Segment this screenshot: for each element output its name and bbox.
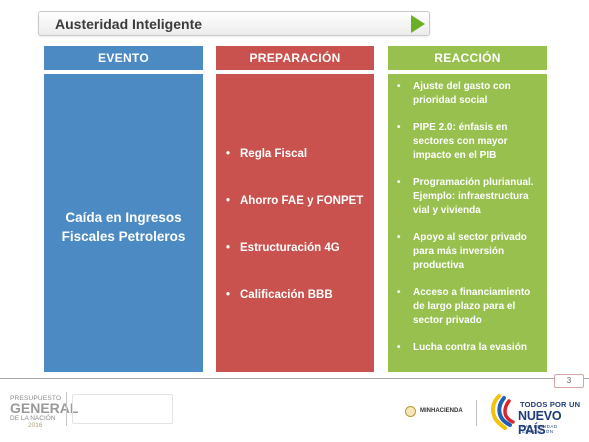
preparacion-header: PREPARACIÓN [216, 46, 374, 70]
reaccion-header: REACCIÓN [388, 46, 547, 70]
slide-title: Austeridad Inteligente [55, 16, 203, 32]
play-arrow-icon [411, 15, 425, 33]
list-item: Ahorro FAE y FONPET [224, 194, 370, 208]
preparacion-box: Regla Fiscal Ahorro FAE y FONPET Estruct… [216, 74, 374, 372]
todos-por-un-nuevo-pais-logo-icon [490, 394, 515, 430]
list-item: Programación plurianual. Ejemplo: infrae… [394, 176, 543, 218]
colombia-seal-icon [405, 406, 416, 417]
evento-box: Caída en Ingresos Fiscales Petroleros [44, 74, 203, 372]
ministry-divider [476, 400, 477, 426]
presupuesto-logo: PRESUPUESTO GENERAL DE LA NACIÓN 2016 [10, 395, 79, 430]
list-item: Apoyo al sector privado para más inversi… [394, 231, 543, 273]
footer-vertical-divider [66, 392, 67, 426]
ministry-name: MINHACIENDA [420, 408, 463, 414]
slogan-top: TODOS POR UN [520, 400, 581, 409]
pgn-line1: PRESUPUESTO [10, 395, 62, 402]
list-item: Ajuste del gasto con prioridad social [394, 80, 543, 108]
pgn-line2: GENERAL [10, 400, 79, 416]
list-item: Regla Fiscal [224, 147, 370, 161]
list-item: Estructuración 4G [224, 241, 370, 255]
slide-title-bar: Austeridad Inteligente [38, 11, 430, 36]
page-number: 3 [554, 374, 584, 388]
pgn-line3: DE LA NACIÓN [10, 415, 56, 422]
list-item: Acceso a financiamiento de largo plazo p… [394, 286, 543, 328]
slogan-main: NUEVO PAÍS [518, 409, 562, 437]
evento-text: Caída en Ingresos Fiscales Petroleros [61, 210, 186, 244]
list-item: Lucha contra la evasión [394, 341, 543, 355]
list-item: Calificación BBB [224, 288, 370, 302]
list-item: PIPE 2.0: énfasis en sectores con mayor … [394, 121, 543, 163]
footer-empty-box [72, 394, 173, 424]
pgn-year: 2016 [28, 422, 43, 429]
slogan-sub: PAZ EQUIDAD EDUCACIÓN [522, 424, 558, 434]
reaccion-box: Ajuste del gasto con prioridad social PI… [388, 74, 547, 372]
footer-divider [0, 378, 589, 379]
evento-header: EVENTO [44, 46, 203, 70]
